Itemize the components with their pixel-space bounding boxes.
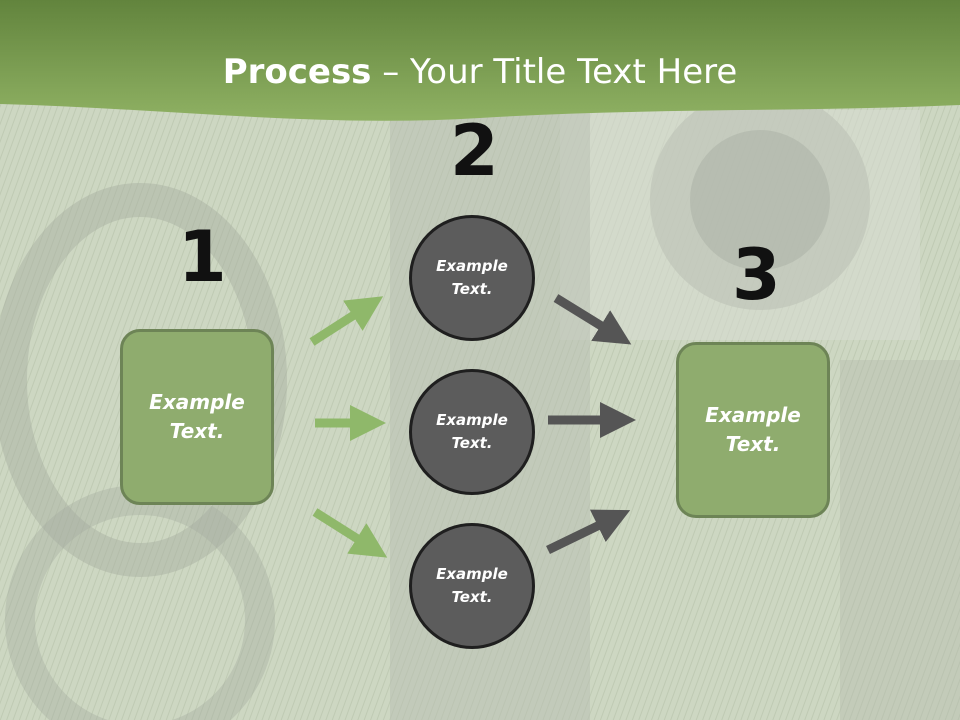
step-3-box[interactable]: Example Text. bbox=[676, 342, 830, 518]
center-circle-1-text: Example Text. bbox=[436, 257, 508, 298]
step-number-2: 2 bbox=[450, 110, 499, 192]
arrow-gray-up bbox=[546, 509, 631, 555]
step-3-text: Example Text. bbox=[705, 403, 801, 456]
arrow-green-down bbox=[312, 508, 388, 558]
slide-title: Process – Your Title Text Here bbox=[0, 52, 960, 92]
step-number-1: 1 bbox=[178, 216, 227, 298]
center-circle-1[interactable]: Example Text. bbox=[409, 215, 535, 341]
arrow-green-up bbox=[309, 296, 384, 346]
step-number-3: 3 bbox=[732, 234, 781, 316]
center-circle-2-text: Example Text. bbox=[436, 411, 508, 452]
center-circle-3[interactable]: Example Text. bbox=[409, 523, 535, 649]
step-1-text: Example Text. bbox=[149, 390, 245, 443]
title-bold: Process bbox=[222, 52, 372, 92]
center-circle-3-text: Example Text. bbox=[436, 565, 508, 606]
step-1-box[interactable]: Example Text. bbox=[120, 329, 274, 505]
center-circle-2[interactable]: Example Text. bbox=[409, 369, 535, 495]
header-banner bbox=[0, 0, 960, 121]
title-rest: – Your Title Text Here bbox=[371, 52, 738, 92]
arrow-gray-down bbox=[553, 294, 632, 345]
